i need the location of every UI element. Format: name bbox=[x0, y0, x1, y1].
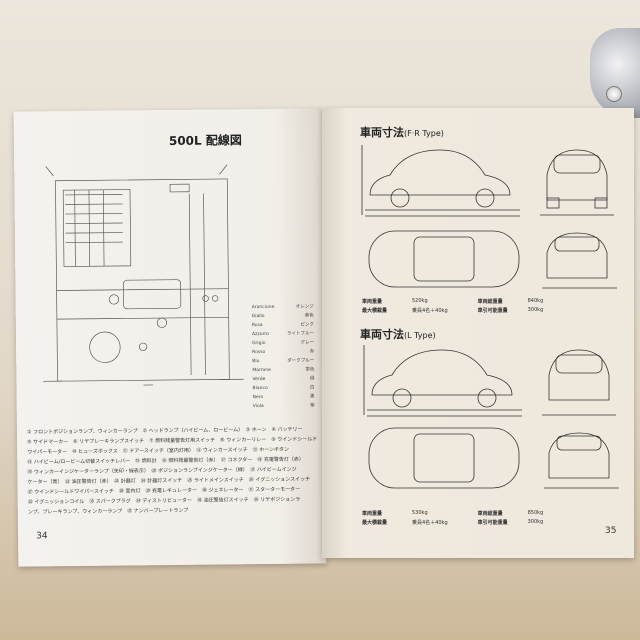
spec-value: 850kg bbox=[527, 510, 544, 516]
section-type: (F·R Type) bbox=[404, 129, 444, 138]
fr-rear-view bbox=[540, 149, 614, 216]
legend-row: Grigio グレー bbox=[252, 338, 314, 348]
spec-value: 520kg bbox=[412, 298, 428, 304]
legend-it: Grigio bbox=[252, 341, 266, 347]
legend-it: Blu bbox=[252, 359, 260, 365]
spec-value: 乗員4名＋40kg bbox=[412, 520, 448, 526]
left-page: 500L 配線図 Arancione オレンジ Giallo 黄色 Rosa ピンク … bbox=[13, 108, 327, 567]
legend-ja: 茶色 bbox=[305, 367, 315, 373]
l-specs: 車両重量 530kg 最大積載量 乗員4名＋40kg 車両総重量 850kg 車引可能… bbox=[362, 510, 543, 528]
spec-row: 車引可能重量 300kg bbox=[478, 307, 544, 316]
spec-value: 300kg bbox=[527, 519, 544, 525]
spec-value: 840kg bbox=[527, 298, 544, 304]
legend-it: Rosa bbox=[251, 323, 263, 329]
section-title: 車両寸法(F·R Type) bbox=[360, 124, 444, 140]
spec-row: 最大積載量 乗員4名＋40kg bbox=[362, 519, 448, 528]
legend-ja: ピンク bbox=[300, 322, 314, 328]
spec-value: 300kg bbox=[527, 307, 544, 313]
color-legend: Arancione オレンジ Giallo 黄色 Rosa ピンク Azzurro ライ… bbox=[252, 302, 315, 411]
section-title-text: 車両寸法 bbox=[360, 126, 404, 139]
spec-row: 車両総重量 850kg bbox=[478, 510, 544, 519]
spec-label: 車両総重量 bbox=[477, 511, 503, 517]
spec-row: 車引可能重量 300kg bbox=[478, 519, 544, 528]
legend-ja: 黄色 bbox=[304, 313, 314, 319]
wiring-diagram bbox=[43, 164, 244, 386]
section-title-text: 車両寸法 bbox=[360, 328, 404, 341]
legend-it: Rosso bbox=[252, 350, 266, 356]
spec-label: 車引可能重量 bbox=[477, 308, 508, 314]
legend-ja: 紫 bbox=[310, 403, 315, 409]
legend-it: Arancione bbox=[251, 304, 275, 311]
section-type: (L Type) bbox=[404, 331, 436, 340]
spec-value: 530kg bbox=[412, 510, 428, 516]
l-front-view bbox=[544, 432, 619, 489]
spec-row: 車両重量 530kg bbox=[362, 510, 448, 519]
toy-car bbox=[590, 28, 640, 118]
spec-label: 車引可能重量 bbox=[477, 520, 508, 526]
legend-ja: ダークブルー bbox=[287, 358, 315, 364]
legend-it: Giallo bbox=[251, 314, 265, 320]
fr-specs: 車両重量 520kg 最大積載量 乗員4名＋40kg 車両総重量 840kg 車引可能… bbox=[362, 298, 543, 316]
spec-label: 車両重量 bbox=[362, 299, 383, 305]
legend-line: ンプ、ブレーキランプ、ウィンカーランプ ㊲ ナンバープレートランプ bbox=[27, 507, 189, 516]
fr-front-view bbox=[542, 232, 617, 289]
legend-row: Marrone 茶色 bbox=[252, 365, 314, 375]
page-number: 34 bbox=[36, 531, 48, 542]
page-title: 500L 配線図 bbox=[168, 133, 242, 148]
legend-ja: グレー bbox=[300, 340, 315, 346]
spec-label: 車両重量 bbox=[362, 511, 383, 517]
legend-ja: 白 bbox=[310, 385, 315, 391]
legend-row: Viola 紫 bbox=[253, 401, 315, 411]
section-title: 車両寸法(L Type) bbox=[360, 326, 436, 342]
spec-row: 最大積載量 乗員4名＋40kg bbox=[362, 307, 448, 316]
spec-label: 最大積載量 bbox=[362, 520, 388, 526]
legend-ja: 赤 bbox=[309, 349, 315, 355]
legend-ja: 緑 bbox=[309, 376, 315, 382]
legend-it: Bianco bbox=[252, 385, 268, 392]
legend-it: Nero bbox=[252, 395, 264, 401]
legend-it: Azzurro bbox=[251, 331, 269, 338]
legend-ja: 黒 bbox=[310, 394, 315, 400]
component-legend: ① フロントポジションランプ、ウィンカーランプ ② ヘッドランプ（ハイビーム、ロ… bbox=[27, 424, 322, 517]
legend-it: Viola bbox=[252, 404, 264, 410]
legend-it: Marrone bbox=[252, 367, 271, 374]
page-number: 35 bbox=[605, 526, 617, 536]
spec-row: 車両重量 520kg bbox=[362, 298, 448, 307]
spec-row: 車両総重量 840kg bbox=[478, 298, 544, 307]
toy-car-headlight bbox=[606, 86, 622, 102]
l-top-view bbox=[368, 427, 520, 489]
l-rear-view bbox=[542, 349, 616, 416]
legend-ja: オレンジ bbox=[295, 304, 314, 310]
l-side-view bbox=[363, 345, 522, 417]
legend-it: Verde bbox=[252, 377, 266, 383]
spec-label: 最大積載量 bbox=[362, 308, 388, 314]
fr-top-view bbox=[368, 230, 520, 288]
spec-value: 乗員4名＋40kg bbox=[412, 308, 448, 314]
spec-label: 車両総重量 bbox=[477, 299, 503, 305]
legend-ja: ライトブルー bbox=[286, 331, 314, 337]
fr-side-view bbox=[361, 145, 520, 217]
